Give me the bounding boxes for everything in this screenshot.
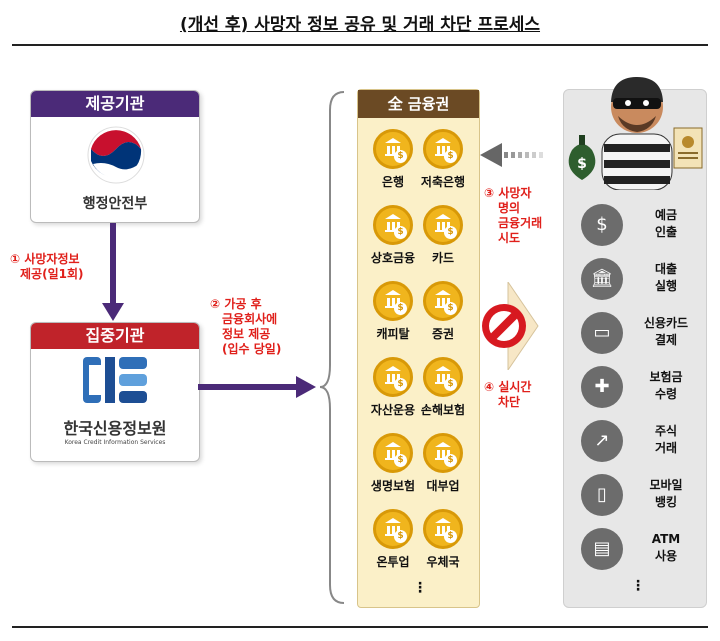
financial-item: $ 자산운용 — [364, 357, 422, 418]
mobile-banking-icon: ▯ — [581, 474, 623, 516]
financial-more: ⋮ — [413, 580, 427, 596]
thief-icon: $ — [568, 77, 703, 190]
step4-label: ④ 실시간 차단 — [484, 380, 532, 409]
bank-coin-icon: $ — [423, 129, 463, 169]
insurance-icon: ✚ — [581, 366, 623, 408]
bank-coin-icon: $ — [373, 509, 413, 549]
financial-item-label: 자산운용 — [370, 403, 416, 417]
top-divider — [12, 44, 708, 46]
step3-label: ③ 사망자 명의 금융거래 시도 — [484, 186, 543, 245]
financial-item: $ 우체국 — [414, 509, 472, 570]
financial-item-label: 온투업 — [376, 555, 410, 569]
atm-icon: ▤ — [581, 528, 623, 570]
page-title: (개선 후) 사망자 정보 공유 및 거래 차단 프로세스 — [179, 15, 541, 35]
financial-item: $ 증권 — [414, 281, 472, 342]
bank-coin-icon: $ — [373, 205, 413, 245]
provider-box: 제공기관 행정안전부 — [30, 90, 200, 223]
bank-coin-icon: $ — [423, 433, 463, 473]
financial-item: $ 은행 — [364, 129, 422, 190]
bank-coin-icon: $ — [423, 357, 463, 397]
down-arrow-icon — [102, 223, 124, 321]
attempt-arrow-icon — [480, 143, 543, 167]
financial-item-label: 저축은행 — [420, 175, 466, 189]
financial-item-label: 우체국 — [426, 555, 460, 569]
financial-item-label: 생명보험 — [370, 479, 416, 493]
right-arrow-icon — [198, 376, 316, 398]
financial-item-label: 상호금융 — [370, 251, 416, 265]
bank-coin-icon: $ — [373, 433, 413, 473]
bottom-divider — [12, 626, 708, 628]
government-emblem-icon — [87, 126, 145, 184]
bank-coin-icon: $ — [423, 509, 463, 549]
central-name-en: Korea Credit Information Services — [64, 439, 166, 446]
cis-logo-icon — [83, 357, 147, 403]
financial-item: $ 대부업 — [414, 433, 472, 494]
brace-icon — [319, 91, 345, 604]
bank-coin-icon: $ — [423, 205, 463, 245]
step1-label: ① 사망자정보 제공(일1회) — [10, 252, 84, 281]
central-box: 집중기관 한국신용정보원 Korea Credit Information Se… — [30, 322, 200, 462]
financial-item-label: 대부업 — [426, 479, 460, 493]
financial-item-label: 손해보험 — [420, 403, 466, 417]
financial-item: $ 상호금융 — [364, 205, 422, 266]
transaction-more: ⋮ — [631, 578, 645, 594]
block-icon — [482, 282, 539, 370]
central-header: 집중기관 — [31, 323, 199, 349]
stock-chart-icon: ↗ — [581, 420, 623, 462]
provider-name: 행정안전부 — [82, 196, 148, 212]
financial-item: $ 카드 — [414, 205, 472, 266]
bank-coin-icon: $ — [423, 281, 463, 321]
bank-loan-icon: 🏛 — [581, 258, 623, 300]
cash-withdraw-icon: $ — [581, 204, 623, 246]
financial-item-label: 은행 — [381, 175, 405, 189]
svg-text:$: $ — [577, 156, 587, 172]
financial-item: $ 캐피탈 — [364, 281, 422, 342]
financial-header: 全 금융권 — [358, 90, 479, 118]
central-name: 한국신용정보원 — [63, 419, 167, 438]
bank-coin-icon: $ — [373, 357, 413, 397]
financial-item: $ 손해보험 — [414, 357, 472, 418]
financial-item-label: 카드 — [431, 251, 455, 265]
step2-label: ② 가공 후 금융회사에 정보 제공 (입수 당일) — [210, 297, 282, 356]
bank-coin-icon: $ — [373, 129, 413, 169]
bank-coin-icon: $ — [373, 281, 413, 321]
financial-item: $ 온투업 — [364, 509, 422, 570]
financial-item: $ 저축은행 — [414, 129, 472, 190]
provider-header: 제공기관 — [31, 91, 199, 117]
financial-item: $ 생명보험 — [364, 433, 422, 494]
financial-item-label: 캐피탈 — [376, 327, 410, 341]
financial-item-label: 증권 — [431, 327, 455, 341]
credit-card-icon: ▭ — [581, 312, 623, 354]
